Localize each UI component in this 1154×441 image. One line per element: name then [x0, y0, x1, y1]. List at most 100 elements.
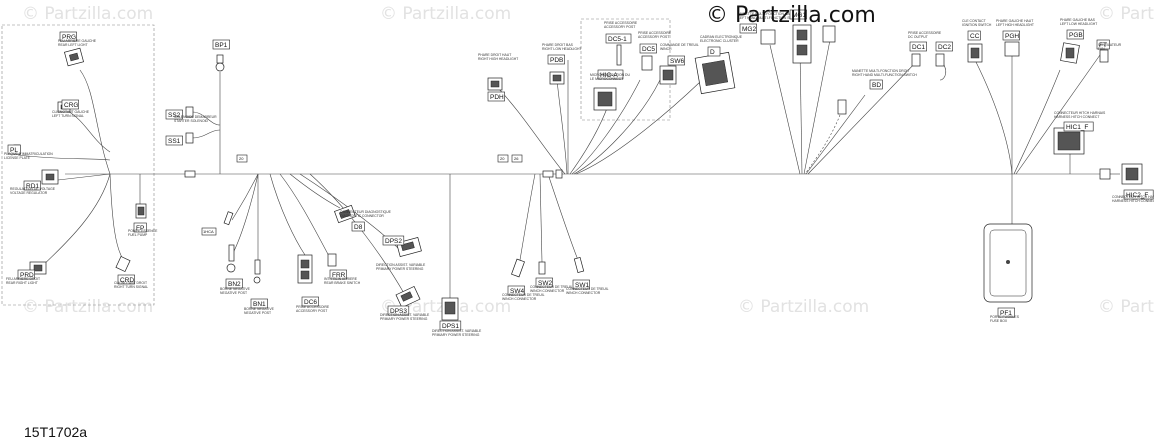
pf1-fuse-box-icon [983, 223, 1033, 303]
pdh-connector-icon [487, 77, 503, 91]
connector-desc-pgh-2: LEFT HIGH HEADLIGHT [996, 23, 1034, 27]
connector-desc-sw6-2: WINCH [660, 47, 672, 51]
label-box-dc5-1 [605, 33, 632, 44]
rd1-connector-icon [41, 169, 59, 185]
connector-desc-dps3-2: PRIMARY POWER STEERING [380, 317, 428, 321]
connector-label-mg1: MG1 [792, 12, 806, 19]
label-box-dc2 [935, 41, 953, 52]
ss2-terminal-icon [185, 106, 194, 118]
connector-desc-pdh-2: RIGHT HIGH HEADLIGHT [478, 57, 518, 61]
label-box-crd [117, 274, 135, 285]
connector-label-sw2: SW2 [538, 280, 552, 287]
fp-connector-icon [135, 203, 147, 219]
connector-label-ss2: SS2 [168, 112, 181, 119]
label-box-pgb [1066, 29, 1084, 40]
front-branches [494, 39, 1101, 225]
label-box-bp1 [212, 39, 230, 50]
pgh-connector-icon [1004, 41, 1020, 57]
label-box-hic2_f [1123, 189, 1154, 200]
label-box-hic1_f [1063, 121, 1094, 132]
connector-desc-fp-2: FUEL PUMP [128, 233, 148, 237]
connector-label-fp: FP [136, 225, 144, 232]
bn1-ring-terminal-icon [253, 259, 261, 284]
label-box-rd1 [23, 180, 41, 191]
connector-label-crd: CRD [120, 277, 134, 284]
sw2-connector-icon [538, 261, 546, 275]
connector-desc-pgb-1: PHARE GAUCHE BAS [1060, 18, 1096, 22]
watermark-4: © Partzilla.com [22, 297, 154, 317]
connector-label-pl: PL [10, 147, 18, 154]
connector-desc-prd-2: REAR RIGHT LIGHT [6, 281, 38, 285]
rear-branches [17, 69, 141, 269]
connector-desc-bn1-2: NEGATIVE POST [244, 311, 271, 315]
connector-label-dc6: DC6 [304, 299, 317, 306]
connector-desc-sw1-2: WINCH CONNECTOR [566, 291, 601, 295]
dps1-connector-icon [441, 297, 459, 321]
connector-desc-bn2-2: NEGATIVE POST [220, 291, 247, 295]
label-box-ss1 [165, 135, 183, 146]
dc1-connector-icon [911, 53, 921, 67]
connector-label-sw6: SW6 [670, 58, 684, 65]
label-box-bn2 [225, 278, 243, 289]
connector-label-cc: CC [970, 33, 980, 40]
label-box-hic-a [597, 69, 624, 80]
connector-label-d: D [710, 49, 715, 56]
connector-label-hic2_f: HIC2_F [1126, 192, 1148, 199]
connector-desc-dc5-1-1: PRISE ACCESSOIRE [604, 21, 638, 25]
mg1-connector-icon [792, 24, 812, 64]
ss1-terminal-icon [185, 132, 194, 144]
connector-label-pf1: PF1 [1000, 310, 1012, 317]
dc5-1-plug-icon [616, 44, 622, 66]
connector-desc-ss2-1: SOLENOIDE DEMARREUR [174, 115, 217, 119]
connector-desc-dps3-1: DIRECTION ASSIST. VARIABLE [380, 313, 430, 317]
connector-desc-ft-2: FAN [1098, 47, 1105, 51]
sw1-connector-icon [573, 257, 585, 273]
connector-desc-bn2-1: BORNE NEGATIVE [220, 287, 251, 291]
ft-connector-icon [1099, 49, 1109, 63]
connector-desc-d-1: CADRAN ELECTRONIQUE [700, 35, 743, 39]
connector-desc-dc5-1: PRISE ACCESSOIRE [638, 31, 672, 35]
label-box-dps1 [439, 320, 462, 331]
pdb-connector-icon [549, 71, 565, 85]
label-box-crg [61, 99, 79, 110]
connector-desc-sw6-1: COMMANDE DE TREUIL [660, 43, 699, 47]
label-box-pgh [1002, 30, 1020, 41]
cc-connector-icon [967, 43, 983, 63]
label-box-prg [59, 31, 77, 42]
label-box-pl [7, 144, 21, 155]
rear-subharness-frame [1, 24, 155, 306]
connector-desc-dps1-2: PRIMARY POWER STEERING [432, 333, 480, 337]
connector-desc-hic-a-2: LE MICROCONNECT [590, 77, 623, 81]
connector-label-sw1: SW1 [575, 282, 589, 289]
tag-20b: 20 [500, 156, 505, 161]
connector-desc-cc-2: IGNITION SWITCH [962, 23, 992, 27]
connector-label-prd: PRD [20, 272, 34, 279]
connector-desc-fp-1: POMPE ESSENCE [128, 229, 158, 233]
middle-branches [191, 72, 579, 300]
connector-desc-pl-1: PLAQUE D'IMMATRICULATION [4, 152, 53, 156]
connector-desc-mg2-1: MANETTE MULTI-FONCTION GAUCHE [738, 12, 800, 16]
connector-label-dc5-1: DC5-1 [608, 36, 627, 43]
connector-desc-dc6-1: PRISE ACCESSOIRE [296, 305, 330, 309]
tag-26: 26 [514, 156, 519, 161]
dc2-connector-icon [935, 53, 945, 67]
bp1-ring-terminal-icon [215, 54, 225, 72]
label-box-dc1 [909, 41, 927, 52]
connector-label-rd1: RD1 [26, 183, 39, 190]
tag-20a: 20 [239, 156, 244, 161]
connector-desc-dps2-1: DIRECTION ASSIST. VARIABLE [376, 263, 426, 267]
sw4-connector-icon [511, 258, 525, 278]
label-box-bn1 [250, 298, 268, 309]
connector-desc-crg-1: CLIGNOTANT GAUCHE [52, 110, 90, 114]
connector-desc-bd-1: MANETTE MULTI-FONCTION DROIT [852, 69, 909, 73]
connector-desc-pf1-1: PORTE FUSIBLES [990, 315, 1020, 319]
connector-label-sw4: SW4 [510, 288, 524, 295]
connector-desc-crg-2: LEFT TURN SIGNAL [52, 114, 84, 118]
connector-label-bn2: BN2 [228, 281, 241, 288]
connector-label-frr: FRR [332, 272, 346, 279]
label-box-pdh [487, 91, 505, 102]
connector-label-pdh: PDH [490, 94, 504, 101]
bn2-ring-terminal-icon [226, 244, 236, 273]
connector-desc-prd-1: FEU ARRIERE DROIT [6, 277, 40, 281]
label-box-frr [329, 269, 347, 280]
